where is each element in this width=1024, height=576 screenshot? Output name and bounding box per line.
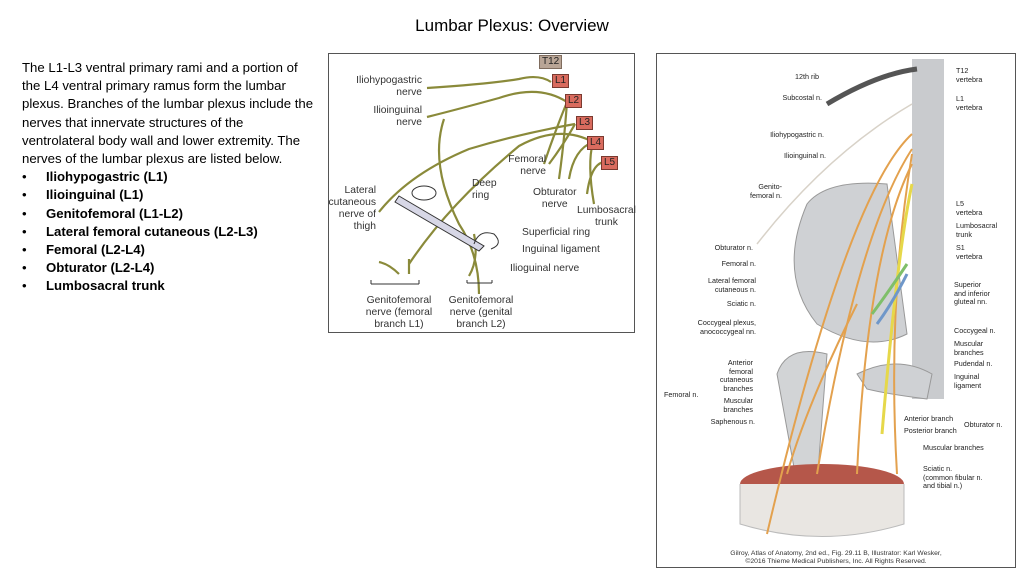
label-t12-vertebra: T12 vertebra	[956, 66, 983, 84]
label-subcostal: Subcostal n.	[782, 93, 822, 102]
segment-l5: L5	[601, 156, 619, 170]
label-sciatic-n-r: Sciatic n. (common fibular n. and tibial…	[923, 464, 983, 491]
anatomy-drawing	[739, 59, 944, 537]
label-genitofemoral-n: Genito- femoral n.	[750, 182, 782, 200]
label-l5-vertebra: L5 vertebra	[956, 199, 983, 217]
label-iliohypogastric: Iliohypogastric nerve	[356, 75, 422, 98]
list-item: Femoral (L2-L4)	[22, 241, 317, 259]
label-l1-vertebra: L1 vertebra	[956, 94, 983, 112]
label-anterior-femoral-cutaneous: Anterior femoral cutaneous branches	[719, 358, 753, 393]
label-lateral-femoral-cutaneous: Lateral femoral cutaneous n.	[708, 276, 756, 294]
label-obturator-n: Obturator n.	[714, 243, 753, 252]
intro-paragraph: The L1-L3 ventral primary rami and a por…	[22, 60, 314, 167]
label-muscular-branches-obturator: Muscular branches	[923, 443, 984, 452]
segment-l1: L1	[552, 74, 570, 88]
label-saphenous-n: Saphenous n.	[710, 417, 755, 426]
intro-text-block: The L1-L3 ventral primary rami and a por…	[22, 59, 317, 296]
list-item: Lateral femoral cutaneous (L2-L3)	[22, 223, 317, 241]
label-obturator-n-group: Obturator n.	[964, 420, 1003, 429]
segment-l4: L4	[587, 136, 605, 150]
list-item: Obturator (L2-L4)	[22, 259, 317, 277]
label-posterior-branch: Posterior branch	[904, 426, 957, 435]
label-coccygeal-plexus: Coccygeal plexus, anococcygeal nn.	[697, 318, 756, 336]
label-s1-vertebra: S1 vertebra	[956, 243, 983, 261]
label-femoral-n-group: Femoral n.	[664, 390, 699, 399]
label-sciatic-n: Sciatic n.	[726, 299, 756, 308]
label-ilioguinal: Ilioguinal nerve	[510, 263, 580, 274]
label-inguinal-ligament: Inguinal ligament	[522, 244, 600, 255]
label-ilioinguinal: Ilioinguinal nerve	[373, 105, 422, 128]
label-muscular-branches-femoral: Muscular branches	[723, 396, 753, 414]
list-item: Ilioinguinal (L1)	[22, 186, 317, 204]
lumbar-plexus-schematic: T12 L1 L2 L3 L4 L5 Iliohypogastric nerve…	[328, 53, 636, 333]
label-femoral-n: Femoral n.	[721, 259, 756, 268]
slide-title: Lumbar Plexus: Overview	[415, 16, 609, 35]
label-lumbosacral-trunk-r: Lumbosacral trunk	[956, 221, 998, 239]
label-anterior-branch: Anterior branch	[904, 414, 954, 423]
label-12th-rib: 12th rib	[795, 72, 819, 81]
list-item: Genitofemoral (L1-L2)	[22, 205, 317, 223]
label-iliohypogastric-n: Iliohypogastric n.	[770, 130, 824, 139]
label-pudendal-n: Pudendal n.	[954, 359, 993, 368]
segment-l3: L3	[576, 116, 594, 130]
label-deep-ring: Deep ring	[472, 178, 497, 201]
nerve-list: Iliohypogastric (L1) Ilioinguinal (L1) G…	[22, 168, 317, 296]
label-femoral: Femoral nerve	[508, 154, 546, 177]
label-inguinal-ligament-r: Inguinal ligament	[954, 372, 982, 390]
list-item: Iliohypogastric (L1)	[22, 168, 317, 186]
list-item: Lumbosacral trunk	[22, 277, 317, 295]
label-muscular-branches-r: Muscular branches	[954, 339, 984, 357]
label-ilioinguinal-n: Ilioinguinal n.	[784, 151, 826, 160]
lumbar-plexus-anatomy-illustration: 12th rib Subcostal n. Iliohypogastric n.…	[656, 53, 1016, 568]
inguinal-ligament-shape	[370, 185, 499, 285]
label-obturator: Obturator nerve	[533, 187, 577, 210]
label-superficial-ring: Superficial ring	[522, 227, 591, 238]
label-genitofemoral-genital: Genitofemoral nerve (genital branch L2)	[448, 295, 514, 330]
label-lumbosacral-trunk: Lumbosacral trunk	[577, 205, 636, 228]
segment-l2: L2	[565, 94, 583, 108]
figure-credit: Gilroy, Atlas of Anatomy, 2nd ed., Fig. …	[730, 550, 942, 565]
label-gluteal-nn: Superior and inferior gluteal nn.	[954, 280, 990, 307]
segment-t12: T12	[539, 55, 563, 69]
label-genitofemoral-femoral: Genitofemoral nerve (femoral branch L1)	[365, 295, 433, 330]
label-coccygeal-n: Coccygeal n.	[954, 326, 996, 335]
label-lateral-cutaneous: Lateral cutaneous nerve of thigh	[328, 185, 376, 232]
